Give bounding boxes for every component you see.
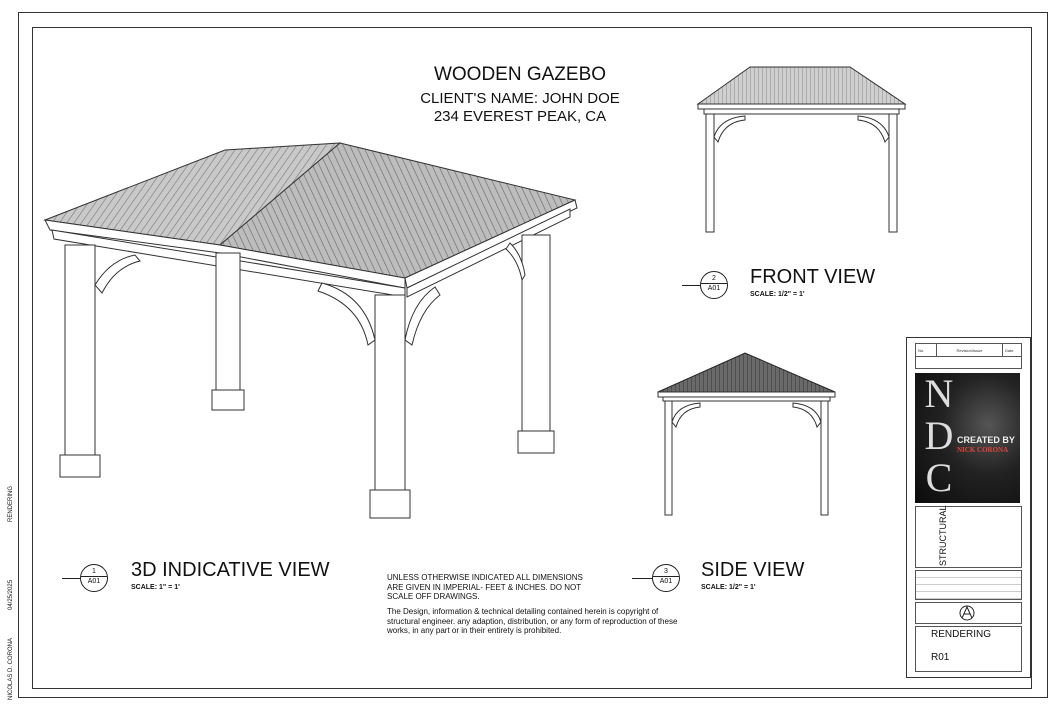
ndc-logo: N D C CREATED BY NICK CORONA: [915, 373, 1020, 503]
dimension-note: UNLESS OTHERWISE INDICATED ALL DIMENSION…: [387, 573, 583, 601]
view-scale-front: SCALE: 1/2" = 1': [750, 291, 805, 298]
view-title-3d: 3D INDICATIVE VIEW: [131, 559, 330, 581]
gazebo-front-drawing: [696, 66, 907, 233]
copyright-note: The Design, information & technical deta…: [387, 607, 678, 635]
view-title-front: FRONT VIEW: [750, 266, 876, 288]
view-scale-side: SCALE: 1/2" = 1': [701, 584, 756, 591]
side-roof: [657, 352, 836, 393]
front-roof: [696, 66, 907, 105]
view-title-side: SIDE VIEW: [701, 559, 805, 581]
created-by-label: CREATED BY: [957, 435, 1015, 445]
logo-letters: N D C: [924, 373, 954, 500]
stamp-icon: [959, 605, 975, 621]
gazebo-3d-drawing: [43, 142, 578, 519]
title-block: No. Revision/Issue Date N D C CREATED BY…: [906, 337, 1031, 678]
sheet-inner-border: [32, 27, 1032, 689]
gazebo-side-drawing: [657, 352, 836, 516]
sheet-title: RENDERING: [931, 629, 992, 640]
sheet-number: R01: [931, 652, 950, 663]
drawing-title: WOODEN GAZEBO: [433, 64, 607, 85]
margin-label: RENDERING: [8, 485, 14, 522]
margin-date: 04/25/2025: [8, 579, 14, 610]
client-address: 234 EVEREST PEAK, CA: [433, 108, 607, 125]
sheet-outer-border: [18, 12, 1048, 698]
revision-header: No. Revision/Issue Date: [915, 343, 1022, 357]
view-scale-3d: SCALE: 1" = 1': [131, 584, 180, 591]
discipline-label: STRUCTURAL: [938, 505, 948, 566]
client-name: CLIENT'S NAME: JOHN DOE: [420, 90, 620, 107]
margin-name: NICOLAS D. CORONA: [8, 637, 14, 700]
author-name: NICK CORONA: [957, 446, 1009, 454]
